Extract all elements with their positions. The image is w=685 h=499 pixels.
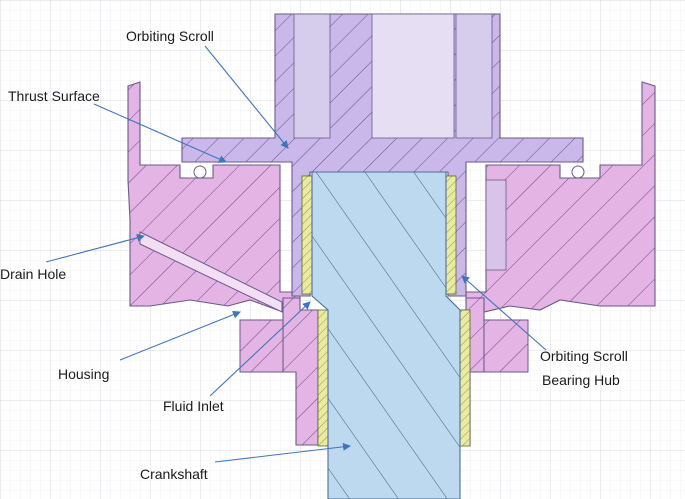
label-drain-hole: Drain Hole <box>0 266 67 282</box>
scroll-pocket-right <box>455 13 493 139</box>
label-thrust-surface: Thrust Surface <box>8 88 100 104</box>
leader-housing <box>119 310 241 361</box>
label-bearing-hub-line2: Bearing Hub <box>542 372 620 388</box>
lower-bearing-right <box>459 309 471 447</box>
label-orbiting-scroll: Orbiting Scroll <box>126 28 214 44</box>
housing-lower-lip-left <box>239 319 284 373</box>
scroll-pocket-left <box>293 13 331 139</box>
label-bearing-hub-line1: Orbiting Scroll <box>540 348 628 364</box>
scroll-pocket-center <box>371 13 455 139</box>
label-housing: Housing <box>58 366 110 382</box>
leader-orbiting-scroll <box>204 45 289 149</box>
leader-fluid-inlet <box>209 301 311 397</box>
thrust-groove-right <box>571 165 585 179</box>
leader-crankshaft <box>214 442 351 463</box>
upper-bearing-left <box>301 175 313 295</box>
crankshaft <box>311 171 461 499</box>
orbiting-scroll-body <box>181 13 584 297</box>
crankshaft-body <box>311 171 461 499</box>
leader-drain-hole <box>45 233 145 263</box>
housing-recess-right <box>485 179 507 271</box>
lower-bearing-left <box>317 309 329 447</box>
leader-thrust-surface <box>93 103 227 163</box>
label-fluid-inlet: Fluid Inlet <box>163 398 224 414</box>
label-crankshaft: Crankshaft <box>140 466 208 482</box>
thrust-groove-left <box>193 165 207 179</box>
housing-lower-lip-right <box>483 319 529 373</box>
leader-lines <box>45 45 547 463</box>
housing-body <box>127 81 656 446</box>
upper-bearing-right <box>445 175 457 295</box>
leader-bearing-hub <box>461 275 547 351</box>
